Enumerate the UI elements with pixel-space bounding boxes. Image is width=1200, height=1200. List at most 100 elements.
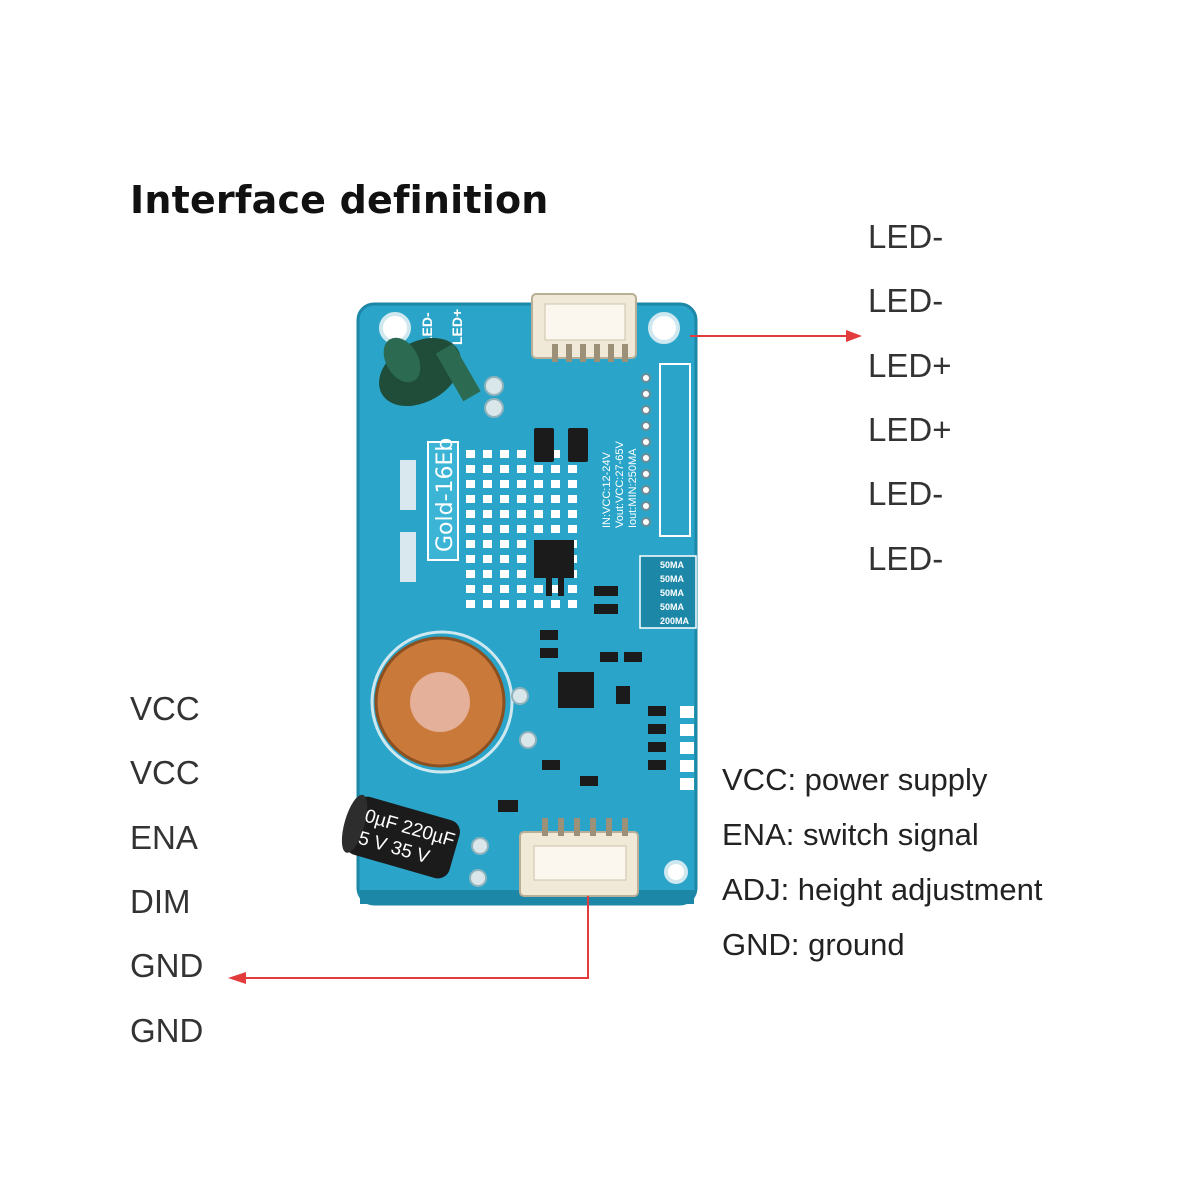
solder-pad: [568, 585, 577, 593]
solder-pad: [483, 540, 492, 548]
toroid-inductor: [370, 630, 514, 774]
solder-pad: [500, 540, 509, 548]
input-pin-6: GND: [130, 1012, 204, 1049]
solder-pad: [568, 600, 577, 608]
current-option-2: 50MA: [660, 574, 685, 584]
solder-pad: [466, 465, 475, 473]
output-pin-4: LED+: [868, 411, 952, 448]
solder-pad: [534, 525, 543, 533]
solder-pad: [500, 450, 509, 458]
solder-pad: [517, 465, 526, 473]
input-connector: [519, 818, 639, 897]
solder-pad: [568, 465, 577, 473]
header-pins: [641, 373, 651, 527]
solder-pad: [466, 570, 475, 578]
smd-components: [498, 428, 642, 812]
input-pin-1: VCC: [130, 690, 200, 727]
small-capacitor: [379, 337, 481, 407]
solder-pad: [568, 510, 577, 518]
spec-line-2: Vout:VCC:27-65V: [614, 441, 626, 528]
mounting-holes: [379, 312, 688, 884]
legend-ena: ENA: switch signal: [722, 817, 979, 852]
solder-pad: [500, 495, 509, 503]
solder-pad: [483, 555, 492, 563]
solder-pad: [534, 600, 543, 608]
output-pin-1: LED-: [868, 218, 944, 255]
solder-pad: [517, 510, 526, 518]
output-pin-6: LED-: [868, 540, 944, 577]
solder-pad: [551, 510, 560, 518]
solder-pad: [500, 525, 509, 533]
solder-pad: [534, 480, 543, 488]
current-option-1: 50MA: [660, 560, 685, 570]
solder-pad: [534, 495, 543, 503]
solder-pad: [534, 510, 543, 518]
solder-pad: [466, 540, 475, 548]
solder-pad: [500, 555, 509, 563]
input-pin-2: VCC: [130, 754, 200, 791]
solder-pad: [551, 480, 560, 488]
output-pin-2: LED-: [868, 282, 944, 319]
solder-pad: [551, 450, 560, 458]
solder-pad: [500, 600, 509, 608]
solder-pad: [483, 585, 492, 593]
silk-label-led-plus: LED+: [449, 309, 465, 345]
test-pads: [680, 706, 694, 790]
model-label: Gold-16Eb: [433, 438, 458, 552]
current-selection-table: 50MA 50MA 50MA 50MA 200MA: [639, 555, 697, 629]
solder-pad: [517, 570, 526, 578]
mounting-hole-top-right: [648, 312, 680, 344]
solder-pad: [466, 480, 475, 488]
legend-adj: ADJ: height adjustment: [722, 872, 1043, 907]
input-pin-arrow: [228, 896, 589, 984]
solder-pad: [517, 540, 526, 548]
solder-pad: [500, 480, 509, 488]
solder-pad: [466, 585, 475, 593]
solder-pad: [483, 570, 492, 578]
solder-pad: [500, 570, 509, 578]
solder-pad: [466, 510, 475, 518]
solder-pad: [534, 465, 543, 473]
solder-pad: [517, 585, 526, 593]
mounting-hole-bottom-right: [664, 860, 688, 884]
legend-gnd: GND: ground: [722, 927, 905, 962]
solder-pad: [517, 525, 526, 533]
solder-pad: [466, 600, 475, 608]
solder-pad: [517, 480, 526, 488]
solder-pad: [534, 585, 543, 593]
output-pin-5: LED-: [868, 475, 944, 512]
solder-pad: [500, 510, 509, 518]
solder-pad: [483, 450, 492, 458]
smd-resistor-array: [648, 706, 666, 770]
solder-pad: [500, 585, 509, 593]
solder-pad: [551, 585, 560, 593]
diagram-title: Interface definition: [130, 178, 549, 222]
solder-pad: [483, 465, 492, 473]
solder-pad: [483, 525, 492, 533]
solder-pad: [551, 600, 560, 608]
solder-pad: [466, 450, 475, 458]
solder-pad: [568, 495, 577, 503]
solder-pad: [466, 525, 475, 533]
solder-pad: [517, 495, 526, 503]
legend-vcc: VCC: power supply: [722, 762, 988, 797]
solder-pad: [466, 495, 475, 503]
solder-pad: [483, 600, 492, 608]
input-pin-5: GND: [130, 947, 204, 984]
solder-pad: [500, 465, 509, 473]
current-option-5: 200MA: [660, 616, 690, 626]
spec-line-1: IN:VCC:12-24V: [601, 452, 613, 528]
solder-pad: [466, 555, 475, 563]
silk-label-led-minus: LED-: [419, 312, 435, 345]
solder-pad: [517, 600, 526, 608]
model-label-box: [427, 441, 459, 561]
solder-pad: [568, 525, 577, 533]
solder-pad: [483, 495, 492, 503]
solder-pad: [483, 480, 492, 488]
spec-line-3: Iout:MIN:250MA: [627, 448, 639, 528]
solder-pad: [483, 510, 492, 518]
side-flex-pads: [400, 460, 416, 582]
output-pin-3: LED+: [868, 347, 952, 384]
current-option-4: 50MA: [660, 602, 685, 612]
